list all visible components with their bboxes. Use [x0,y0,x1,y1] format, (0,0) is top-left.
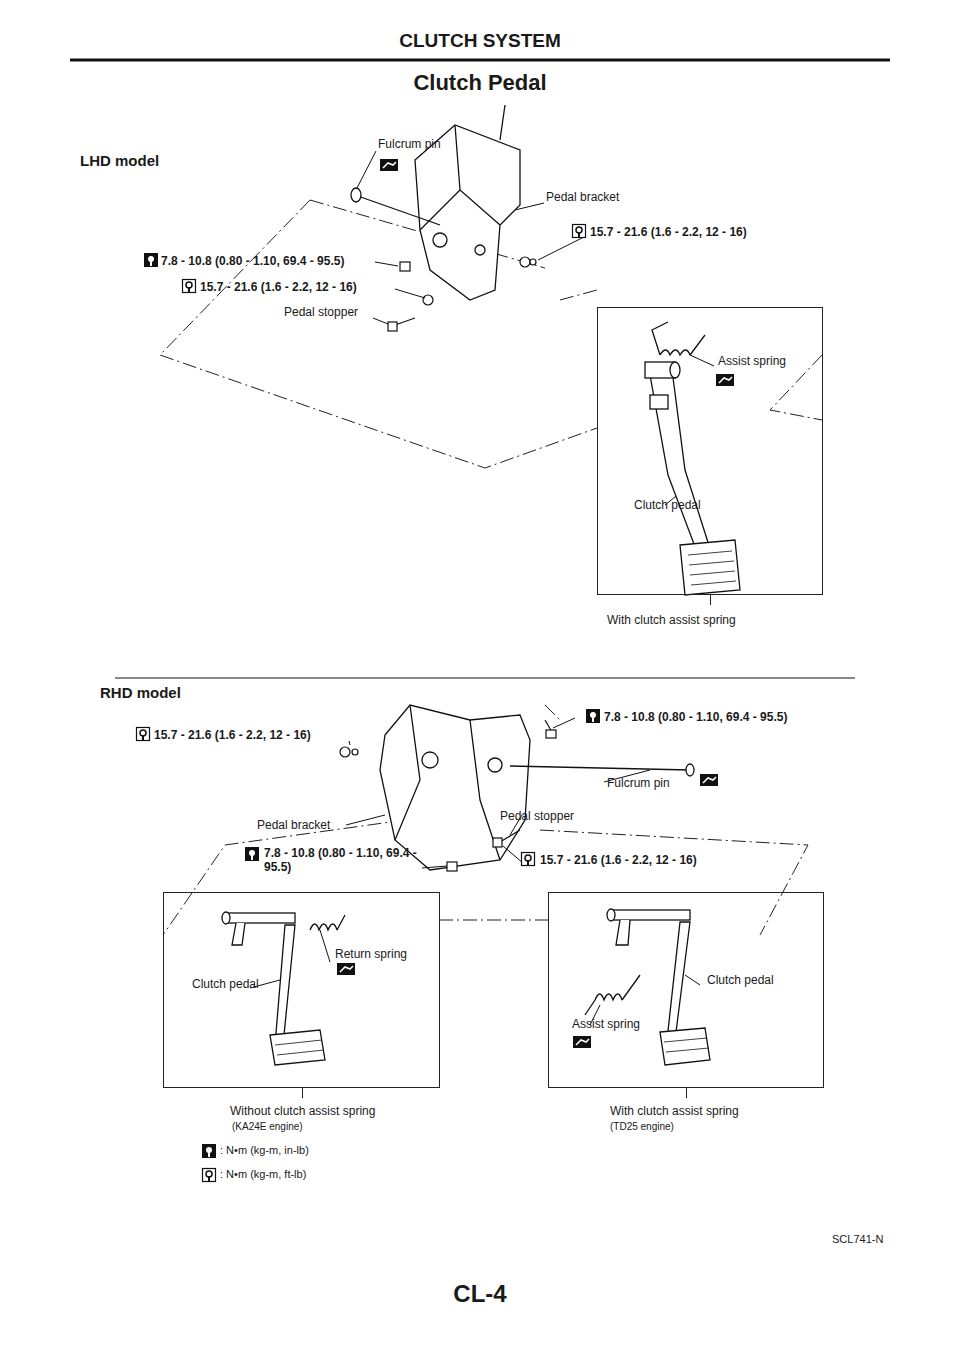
torque-spec: 15.7 - 21.6 (1.6 - 2.2, 12 - 16) [540,853,697,867]
torque-icon [586,709,600,723]
page-number: CL-4 [0,1280,960,1308]
detail-caption: Without clutch assist spring [230,1104,375,1118]
fulcrum-pin [351,188,440,225]
torque-spec: 15.7 - 21.6 (1.6 - 2.2, 12 - 16) [200,280,357,294]
part-name: Fulcrum pin [607,776,670,790]
part-name: Fulcrum pin [378,137,441,151]
section-rule [115,678,855,679]
torque-icon [522,853,535,866]
part-name: Return spring [335,947,407,961]
part-name: Pedal stopper [500,809,574,823]
box-frame [548,892,824,1088]
box-tick [710,595,711,605]
grease-icon [337,963,355,975]
return-spring [310,915,345,930]
box-tick [686,1088,687,1098]
detail-box: Clutch pedalAssist springWith clutch ass… [548,892,824,1148]
pedal-bracket [380,705,530,870]
leader-line [250,718,700,1025]
torque-icon [137,728,150,741]
assist-spring [652,322,705,355]
grease-icon [380,159,398,171]
clutch-pedal [607,909,710,1065]
torque-spec: 7.8 - 10.8 (0.80 - 1.10, 69.4 - 95.5) [264,846,434,874]
section-header: CLUTCH SYSTEM [0,30,960,52]
detail-caption: (KA24E engine) [232,1120,303,1134]
grease-icon [716,374,734,386]
part-name: Pedal bracket [257,818,330,832]
torque-spec: 7.8 - 10.8 (0.80 - 1.10, 69.4 - 95.5) [161,254,344,268]
box-frame [597,307,823,595]
torque-icon [144,253,158,267]
detail-caption: With clutch assist spring [610,1104,739,1118]
pedal-bracket [415,105,520,300]
detail-caption: With clutch assist spring [607,613,736,627]
page-title: Clutch Pedal [0,70,960,96]
model-heading: RHD model [100,684,181,702]
part-name: Assist spring [572,1017,640,1031]
part-name: Clutch pedal [192,977,259,991]
detail-box: Return springClutch pedalWithout clutch … [163,892,440,1148]
torque-spec: 15.7 - 21.6 (1.6 - 2.2, 12 - 16) [590,225,747,239]
grease-icon [573,1036,591,1048]
grease-icon [700,774,718,786]
figure-code: SCL741-N [832,1232,883,1246]
torque-spec: 15.7 - 21.6 (1.6 - 2.2, 12 - 16) [154,728,311,742]
legend-text: : N•m (kg-m, ft-lb) [220,1168,306,1180]
clutch-pedal [645,362,740,595]
part-name: Clutch pedal [634,498,701,512]
detail-caption: (TD25 engine) [610,1120,674,1134]
part-name: Assist spring [718,354,786,368]
legend-icon [202,1144,216,1158]
part-name: Clutch pedal [707,973,774,987]
fulcrum-pin [510,764,694,776]
legend-icon [203,1169,216,1182]
torque-icon [245,847,259,861]
part-name: Pedal bracket [546,190,619,204]
torque-icon [183,280,196,293]
torque-spec: 7.8 - 10.8 (0.80 - 1.10, 69.4 - 95.5) [604,710,787,724]
bolts [388,257,536,331]
leader-line [357,151,714,505]
detail-box: Assist springClutch pedalWith clutch ass… [597,307,823,655]
model-heading: LHD model [80,152,159,170]
box-tick [302,1088,303,1098]
part-name: Pedal stopper [284,305,358,319]
header-rule [70,59,890,62]
legend-text: : N•m (kg-m, in-lb) [220,1144,309,1156]
torque-icon [573,225,586,238]
assist-spring [585,975,640,1015]
